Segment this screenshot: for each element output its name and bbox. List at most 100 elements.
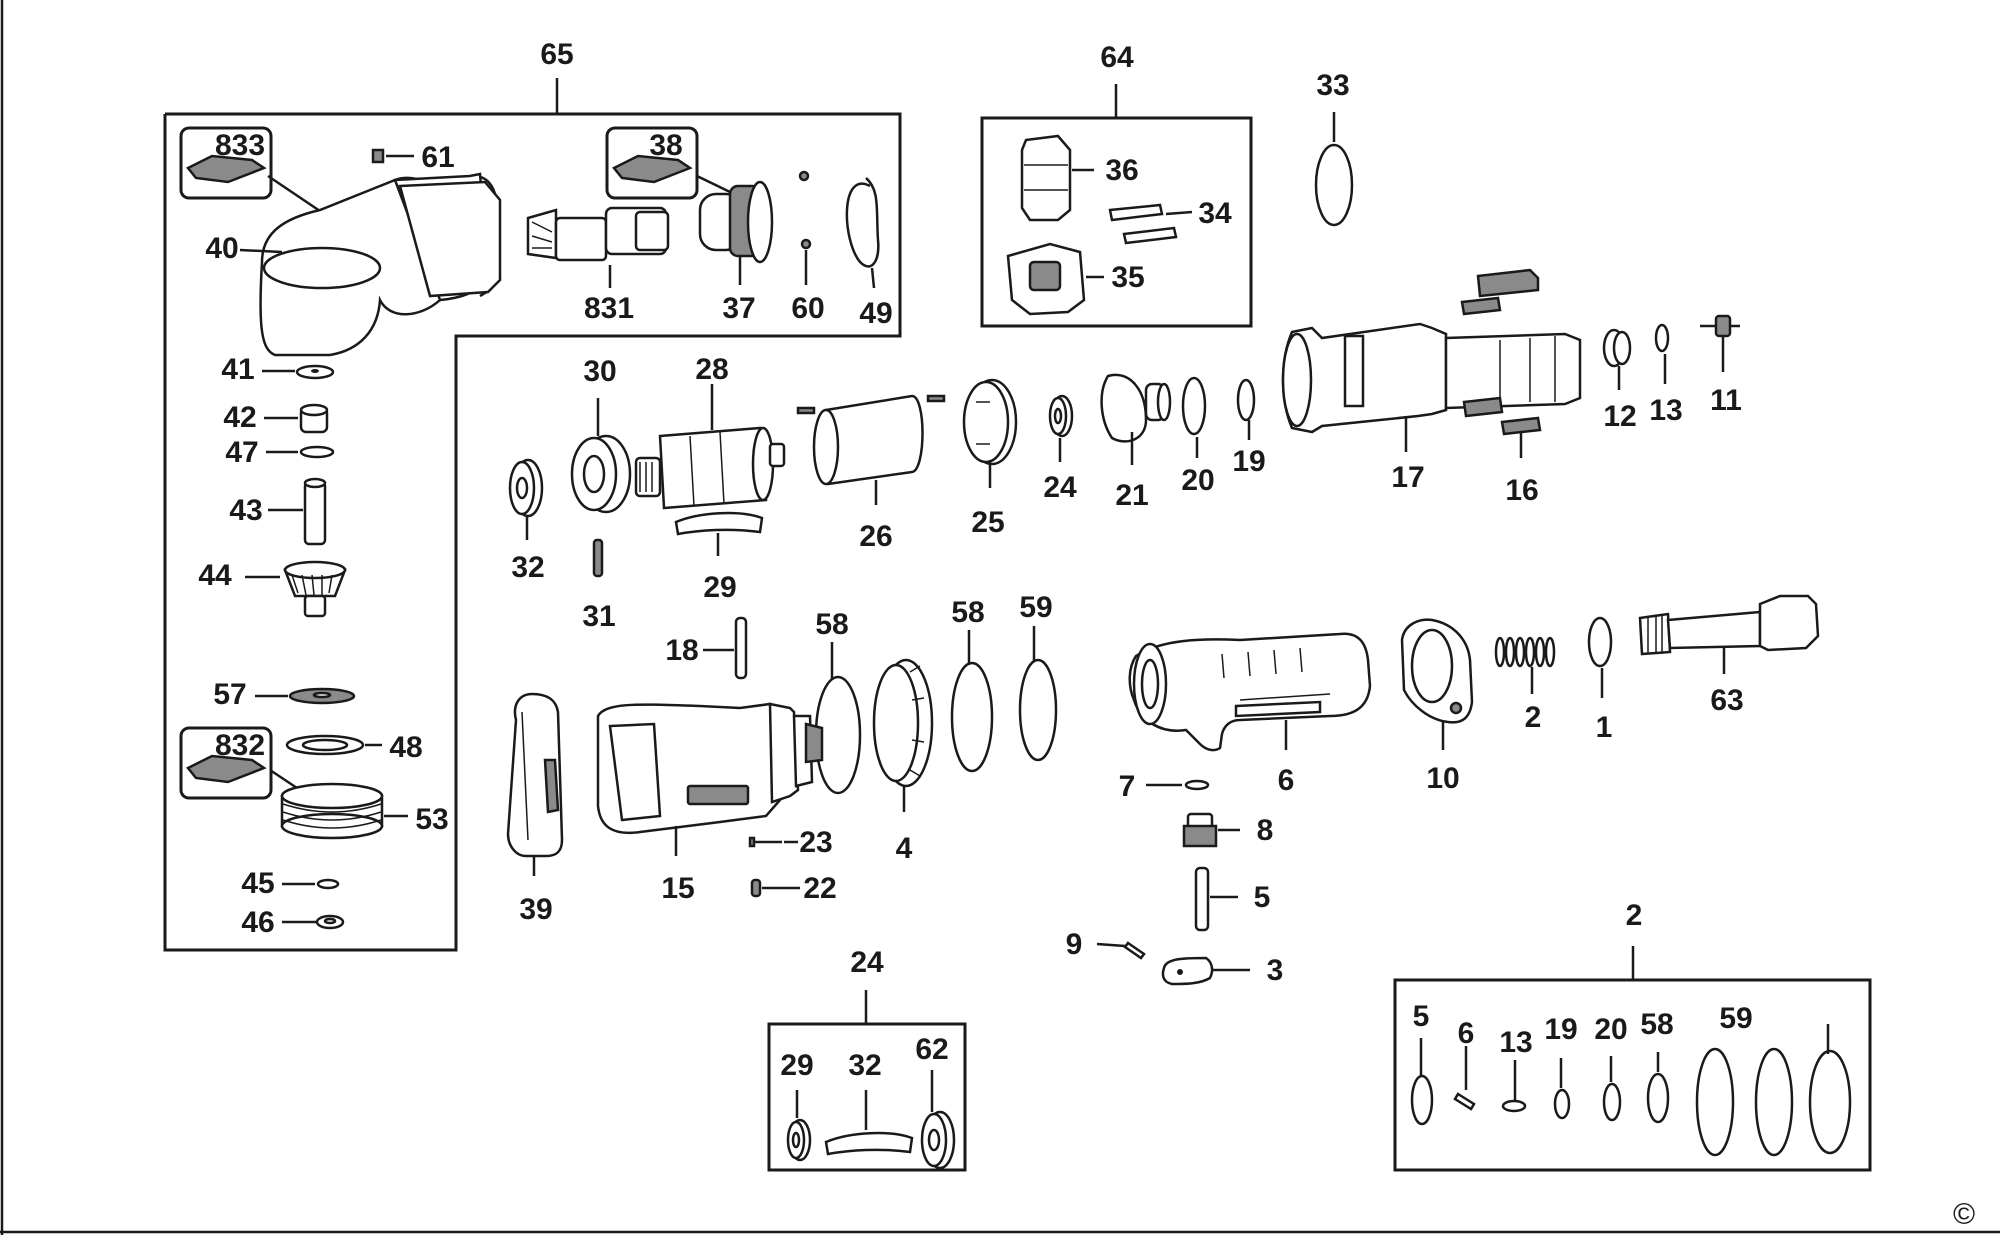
pin-34-icon: [1108, 203, 1164, 222]
callout-60: 60: [791, 292, 824, 325]
callout-2: 1: [1596, 711, 1613, 744]
callout-63-24: 29: [780, 1049, 813, 1082]
front-plate-21-icon: [1100, 373, 1148, 443]
set-screw-22-icon: [750, 878, 762, 898]
callout-31: 31: [582, 600, 615, 633]
o-ring-19-icon: [1236, 378, 1256, 422]
sub-kit-831-box: [605, 126, 699, 200]
callout-53: 53: [415, 803, 448, 836]
brush-holder-832-icon: [186, 754, 267, 784]
callout-62-5: 6: [1458, 1017, 1475, 1050]
ring-33-icon: [1314, 143, 1354, 227]
kit62-o-ring-13-icon: [1553, 1088, 1571, 1120]
callout-33: 33: [1316, 69, 1349, 102]
kit62-o-ring-19-icon: [1602, 1082, 1622, 1122]
sleeve-43-icon: [303, 480, 327, 546]
kit-65-box: [163, 112, 902, 952]
circlip-49-icon: [845, 177, 880, 268]
callout-12: 12: [1603, 400, 1636, 433]
callout-18: 18: [665, 634, 698, 667]
callout-57: 57: [213, 678, 246, 711]
pin-18-icon: [734, 616, 748, 680]
callout-62-2: 5: [1413, 1000, 1430, 1033]
callout-9: 3: [1267, 954, 1284, 987]
screw-61-icon: [371, 148, 385, 164]
brush-holder-833-icon: [186, 154, 267, 184]
callout-61: 61: [421, 141, 454, 174]
sub-kit-832-box: [179, 726, 273, 800]
kit62-o-ring-59-icon: [1808, 1049, 1852, 1155]
callout-34: 34: [1198, 197, 1232, 230]
key-29-icon: [674, 511, 764, 536]
callout-24: 24: [1043, 471, 1077, 504]
o-ring-58b-icon: [950, 661, 994, 773]
end-cap-39-icon: [506, 692, 564, 858]
callout-45: 45: [241, 867, 274, 900]
callout-59: 59: [1019, 591, 1052, 624]
callout-40: 40: [205, 232, 238, 265]
callout-29: 29: [703, 571, 736, 604]
callout-19: 19: [1232, 445, 1265, 478]
brush-holder-831-icon: [612, 154, 693, 184]
air-inlet-1-icon: [1638, 612, 1672, 656]
kit63-key-29-icon: [824, 1131, 914, 1156]
spindle-38-icon: [526, 208, 558, 260]
callout-62-13: 19: [1544, 1013, 1577, 1046]
callout-58: 58: [815, 608, 848, 641]
callout-39: 39: [519, 893, 552, 926]
pin-26a-icon: [796, 406, 816, 415]
callout-62: 2: [1626, 899, 1643, 932]
screws-16-icon: [1460, 268, 1542, 436]
callout-14: 4: [896, 832, 913, 865]
callout-6: 7: [1119, 770, 1136, 803]
callout-49: 49: [859, 297, 892, 330]
callout-831: 38: [649, 129, 682, 162]
callout-41: 41: [221, 353, 254, 386]
spring-10-icon: [1494, 636, 1556, 668]
callout-26: 26: [859, 520, 892, 553]
callout-47: 47: [225, 436, 258, 469]
o-ring-6-icon: [1184, 779, 1210, 791]
callout-4: 6: [1278, 764, 1295, 797]
cam-36-icon: [1020, 134, 1072, 222]
callout-22: 22: [803, 872, 836, 905]
kit-64-group: 64 36 34 35: [980, 41, 1253, 328]
o-ring-20-icon: [1181, 376, 1207, 436]
kit-65-group: 65 833 61 40 831 38: [163, 38, 902, 952]
callout-16: 16: [1505, 474, 1538, 507]
callout-63-29: 32: [848, 1049, 881, 1082]
callout-62-20: 58: [1640, 1008, 1673, 1041]
callout-37: 37: [722, 292, 755, 325]
callout-25: 25: [971, 506, 1004, 539]
callout-20: 20: [1181, 464, 1214, 497]
callout-62-58: 59: [1719, 1002, 1752, 1035]
callout-23: 23: [799, 826, 832, 859]
callout-32: 32: [511, 551, 544, 584]
kit-63-group: 24 29 32 62: [767, 946, 967, 1172]
callout-44: 44: [198, 559, 232, 592]
pin-8-icon: [1194, 866, 1210, 932]
callout-65: 65: [540, 38, 573, 71]
callout-64: 64: [1100, 41, 1134, 74]
callout-30: 30: [583, 355, 616, 388]
callout-63: 24: [850, 946, 884, 979]
o-ring-59-icon: [1018, 658, 1058, 762]
ball-60-icon: [798, 170, 810, 182]
kit62-o-ring-58a-icon: [1695, 1047, 1735, 1157]
pin-31-icon: [592, 538, 604, 578]
sub-kit-833-box: [179, 126, 273, 200]
pin-5-icon: [1123, 941, 1146, 960]
kit62-o-ring-2-icon: [1410, 1074, 1434, 1126]
kit62-pin-5-icon: [1453, 1092, 1476, 1111]
callout-11: 11: [1710, 384, 1742, 417]
callout-36: 36: [1105, 154, 1138, 187]
o-ring-2-icon: [1587, 616, 1613, 668]
kit62-o-ring-6-icon: [1501, 1099, 1527, 1113]
rotor-28-icon: [634, 456, 662, 498]
kit62-o-ring-20-icon: [1646, 1072, 1670, 1124]
callout-10: 2: [1525, 701, 1542, 734]
callout-1: 63: [1710, 684, 1743, 717]
callout-17: 17: [1391, 461, 1424, 494]
callout-13: 13: [1649, 394, 1682, 427]
